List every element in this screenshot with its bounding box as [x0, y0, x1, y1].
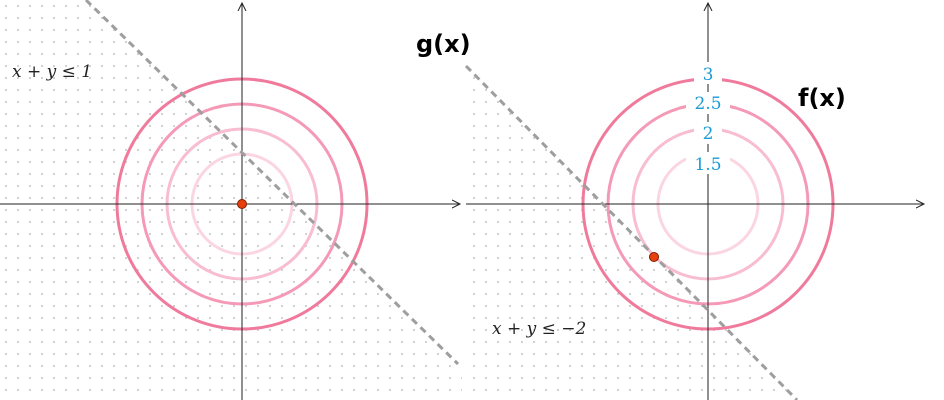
- left-panel: x + y ≤ 1 g(x): [0, 0, 471, 400]
- constraint-label-right: x + y ≤ −2: [492, 319, 586, 339]
- contour-label-2-5: 2.5: [694, 94, 721, 114]
- constraint-label-left: x + y ≤ 1: [12, 62, 92, 82]
- right-panel: 3 2.5 2 1.5 x + y ≤ −2 f(x): [464, 3, 924, 400]
- constraint-line-left: [84, 0, 460, 366]
- contour-label-3: 3: [703, 65, 714, 85]
- optimum-point-right: [649, 252, 659, 262]
- optimum-point-left: [237, 199, 247, 209]
- constraint-line-right: [464, 64, 799, 400]
- contour-label-1-5: 1.5: [694, 155, 721, 175]
- contour-label-2: 2: [703, 124, 714, 144]
- feasible-region-left: [0, 0, 462, 400]
- function-label-g: g(x): [416, 30, 471, 58]
- function-label-f: f(x): [798, 84, 846, 112]
- contour-labels-right: 3 2.5 2 1.5: [686, 62, 730, 175]
